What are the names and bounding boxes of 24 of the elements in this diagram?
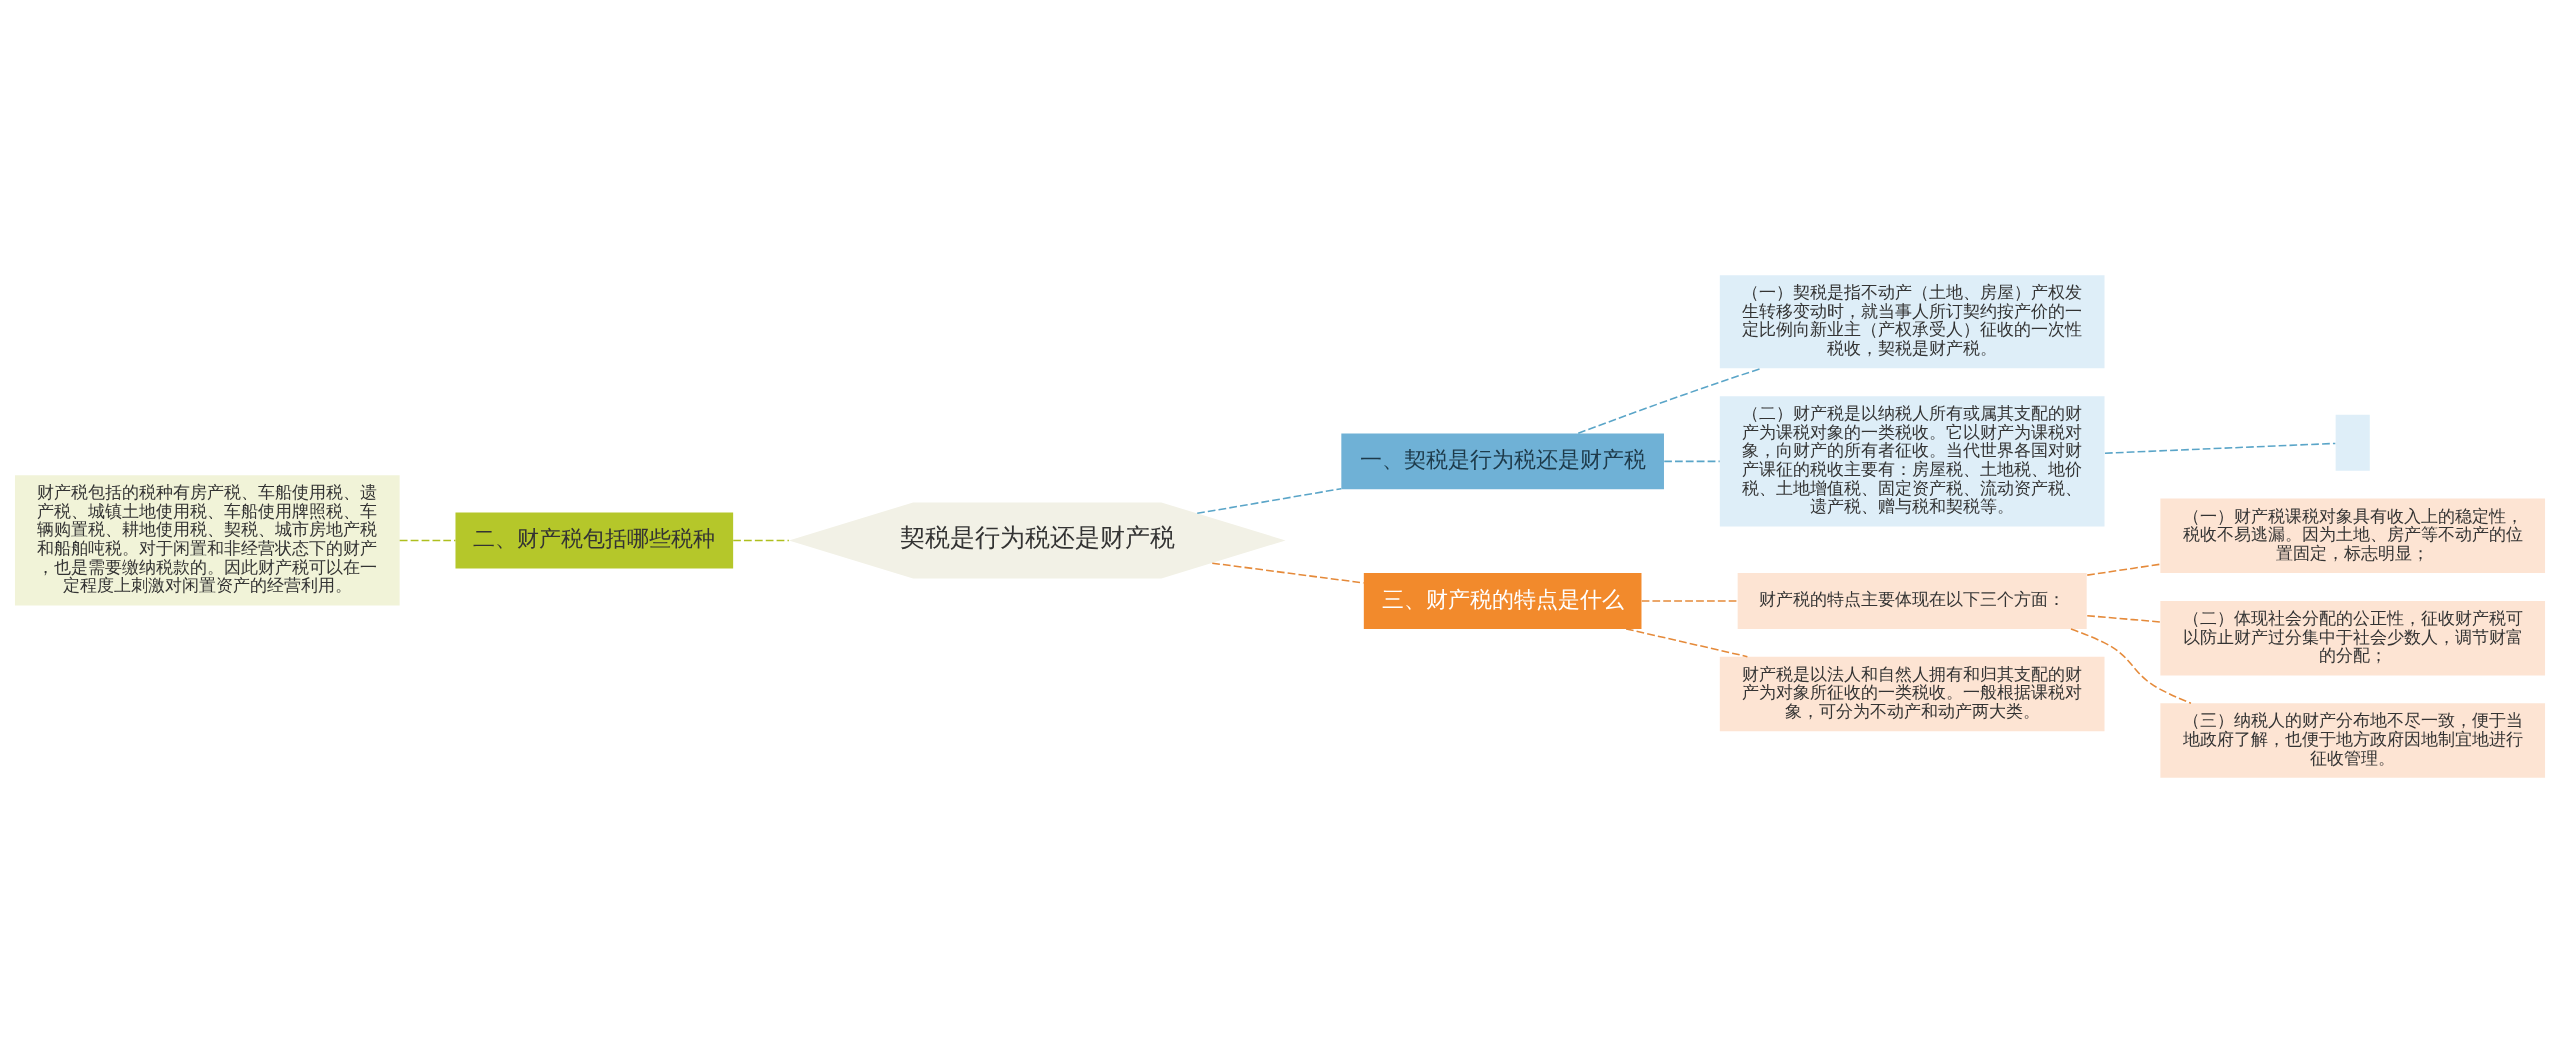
connector (2086, 563, 2161, 576)
node-box (2335, 414, 2370, 471)
connector (1625, 628, 1749, 658)
node-box: （一）财产税课税对象具有收入上的稳定性，税收不易逃漏。因为土地、房产等不动产的位置固定，标志明显； (2160, 498, 2546, 574)
node-box: （二）财产税是以纳税人所有或属其支配的财产为课税对象的一类税收。它以财产为课税对象，向财产的所有者征收。当代世界各国对财产课征的税收主要有：房屋税、土地税、地价税、土地增值税、固定资产税、流动资产税、遗产税、赠与税和契税等。 (1719, 396, 2105, 527)
node-box: 财产税包括的税种有房产税、车船使用税、遗产税、城镇土地使用税、车船使用牌照税、车辆购置税、耕地使用税、契税、城市房地产税和船舶吨税。对于闲置和非经营状态下的财产，也是需要缴纳税款的。因此财产税可以在一定程度上刺激对闲置资产的经营利用。 (14, 475, 400, 606)
connector (398, 539, 457, 542)
connector (2086, 614, 2161, 623)
connector (732, 539, 790, 542)
connector (1211, 562, 1365, 584)
connector (1577, 367, 1763, 435)
node-box: （一）契税是指不动产（土地、房屋）产权发生转移变动时，就当事人所订契约按产价的一定比例向新业主（产权承受人）征收的一次性税收，契税是财产税。 (1719, 275, 2105, 369)
node-box: （三）纳税人的财产分布地不尽一致，便于当地政府了解，也便于地方政府因地制宜地进行征收管理。 (2160, 703, 2546, 778)
connector (1663, 460, 1721, 463)
node-box: 三、财产税的特点是什么 (1363, 573, 1642, 629)
node-box: 财产税是以法人和自然人拥有和归其支配的财产为对象所征收的一类税收。一般根据课税对象，可分为不动产和动产两大类。 (1719, 656, 2105, 732)
node-box: 二、财产税包括哪些税种 (455, 512, 734, 569)
node-box: 一、契税是行为税还是财产税 (1341, 433, 1664, 490)
connector (2070, 628, 2192, 704)
node-box: 财产税的特点主要体现在以下三个方面： (1737, 573, 2087, 629)
connector (1196, 487, 1343, 515)
node-box: （二）体现社会分配的公正性，征收财产税可以防止财产过分集中于社会少数人，调节财富的分配； (2160, 600, 2546, 676)
connector (2104, 442, 2337, 454)
connector (1641, 600, 1738, 602)
